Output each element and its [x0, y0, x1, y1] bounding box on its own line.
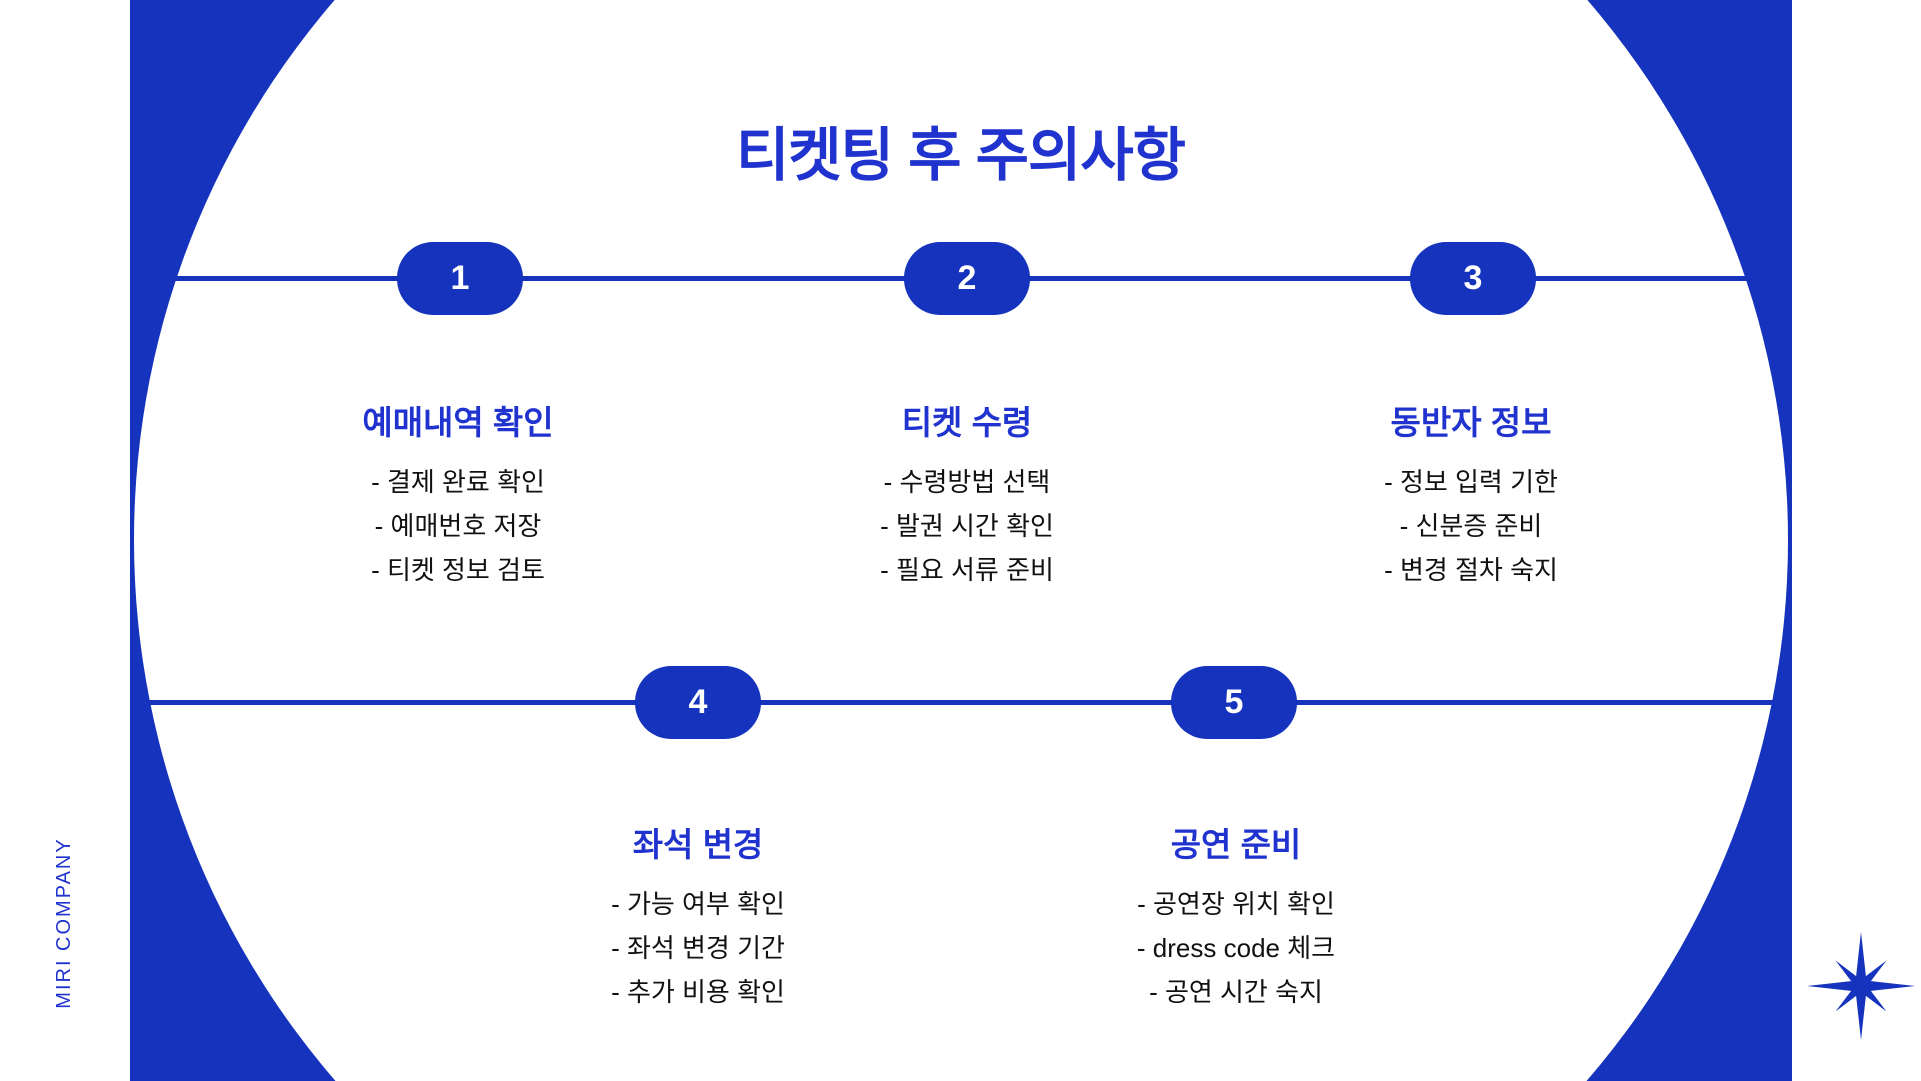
step-1-column: 예매내역 확인 - 결제 완료 확인 - 예매번호 저장 - 티켓 정보 검토: [238, 396, 678, 592]
step-5-item: - 공연장 위치 확인: [1137, 889, 1335, 919]
page-title: 티켓팅 후 주의사항: [735, 123, 1186, 188]
step-2-number: 2: [957, 259, 977, 297]
step-1-badge: 1: [397, 242, 523, 315]
step-3-item: - 신분증 준비: [1399, 511, 1543, 541]
step-1-heading: 예매내역 확인: [362, 404, 554, 441]
step-3-item: - 정보 입력 기한: [1384, 467, 1558, 497]
step-2-column: 티켓 수령 - 수령방법 선택 - 발권 시간 확인 - 필요 서류 준비: [747, 396, 1187, 592]
step-1-item: - 예매번호 저장: [374, 511, 542, 541]
sparkle-icon: [1807, 932, 1915, 1040]
step-1-item: - 티켓 정보 검토: [371, 555, 545, 585]
step-2-item: - 필요 서류 준비: [880, 555, 1054, 585]
step-5-column: 공연 준비 - 공연장 위치 확인 - dress code 체크 - 공연 시…: [1016, 818, 1456, 1014]
step-4-item: - 추가 비용 확인: [611, 977, 785, 1007]
step-2-item: - 수령방법 선택: [883, 467, 1051, 497]
brand-vertical-text: MIRI COMPANY: [53, 837, 75, 1009]
step-3-column: 동반자 정보 - 정보 입력 기한 - 신분증 준비 - 변경 절차 숙지: [1251, 396, 1691, 592]
step-5-number: 5: [1224, 683, 1244, 721]
step-4-item: - 좌석 변경 기간: [611, 933, 785, 963]
step-5-badge: 5: [1171, 666, 1297, 739]
step-4-heading: 좌석 변경: [632, 826, 764, 863]
step-1-item: - 결제 완료 확인: [371, 467, 545, 497]
step-4-number: 4: [688, 683, 708, 721]
step-5-item: - dress code 체크: [1136, 933, 1336, 963]
step-3-item: - 변경 절차 숙지: [1384, 555, 1558, 585]
step-2-badge: 2: [904, 242, 1030, 315]
step-2-item: - 발권 시간 확인: [880, 511, 1054, 541]
white-circle-backdrop: [134, 0, 1788, 1081]
timeline-row2: [130, 700, 1792, 705]
step-3-heading: 동반자 정보: [1390, 404, 1552, 441]
step-3-number: 3: [1463, 259, 1483, 297]
step-3-badge: 3: [1410, 242, 1536, 315]
step-5-heading: 공연 준비: [1170, 826, 1302, 863]
step-4-badge: 4: [635, 666, 761, 739]
step-1-number: 1: [450, 259, 470, 297]
step-4-item: - 가능 여부 확인: [611, 889, 785, 919]
step-2-heading: 티켓 수령: [901, 404, 1033, 441]
step-5-item: - 공연 시간 숙지: [1149, 977, 1323, 1007]
step-4-column: 좌석 변경 - 가능 여부 확인 - 좌석 변경 기간 - 추가 비용 확인: [478, 818, 918, 1014]
